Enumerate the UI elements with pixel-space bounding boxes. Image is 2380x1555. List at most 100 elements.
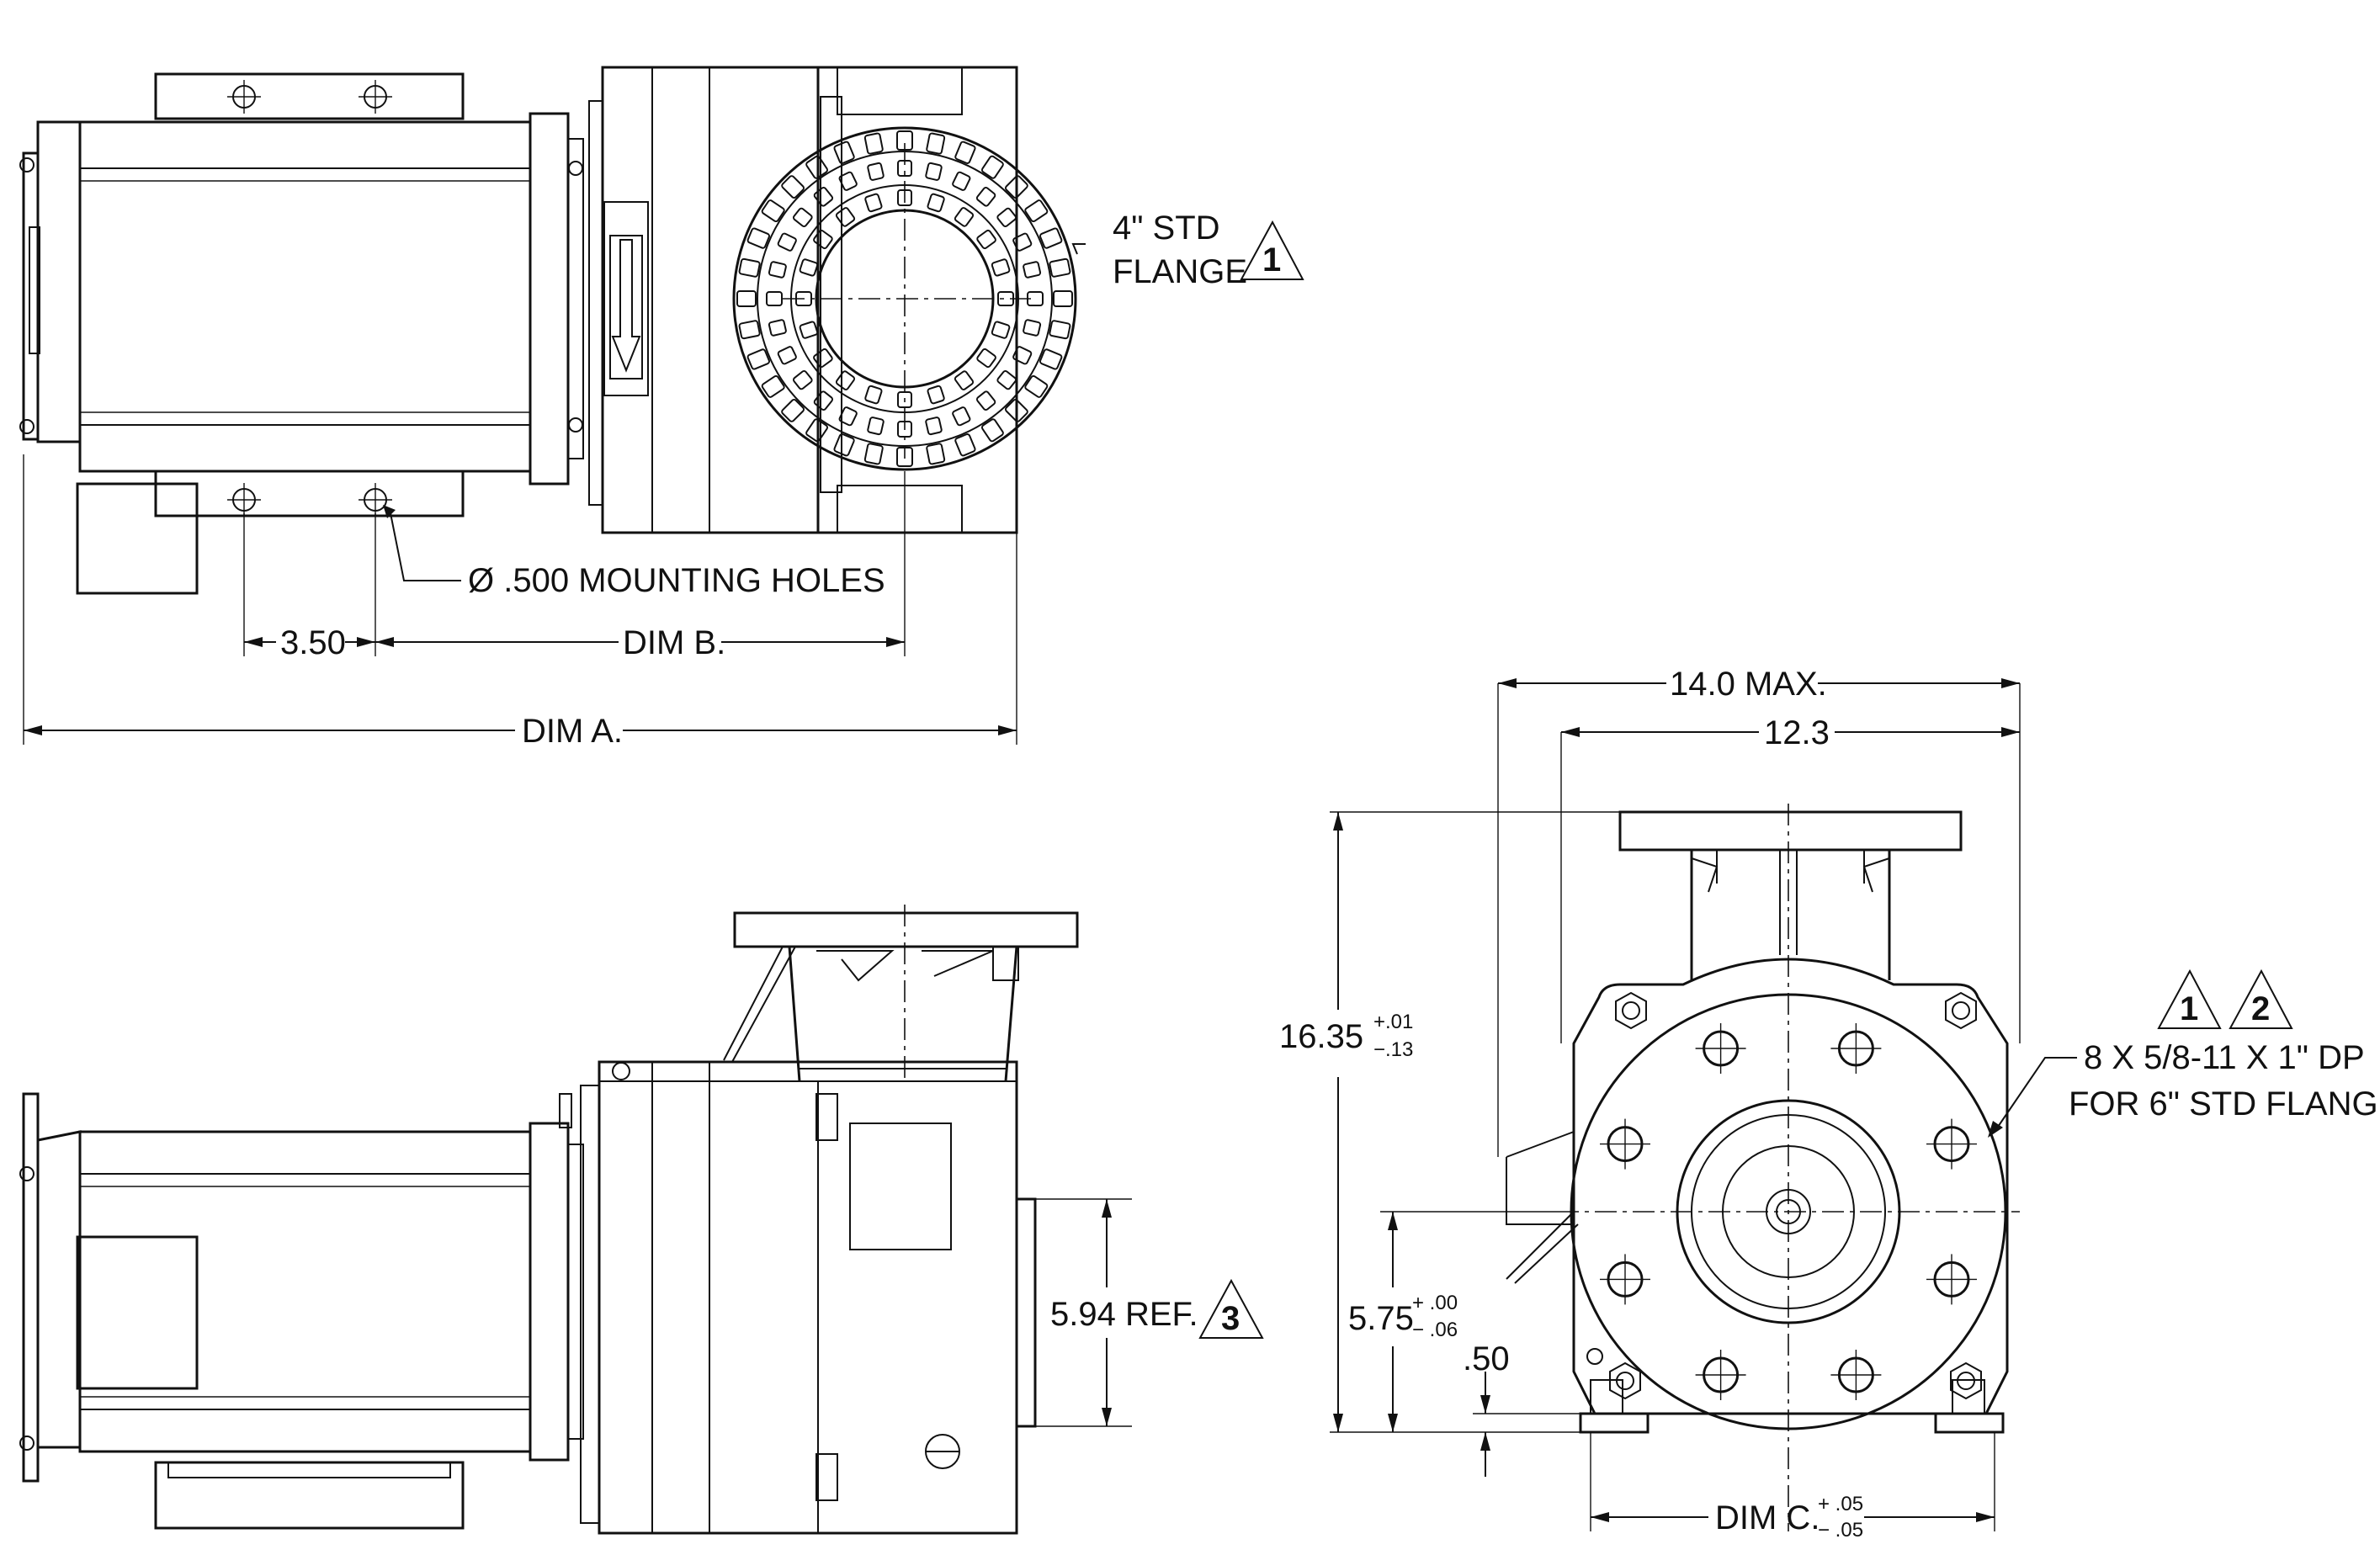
flange-slot [1049,320,1071,340]
flange-slot [768,319,787,337]
flange-slot [976,348,996,369]
flange-slot [954,433,976,457]
flange-slot [926,132,946,155]
flange-4in-label: 4" STD [1113,210,1220,247]
dim-c-label: DIM C. [1715,1499,1820,1536]
flange-slot [925,162,943,181]
note-triangle-3: 3 [1198,1278,1264,1339]
flange-slot [927,193,945,213]
flange-slot [777,232,797,252]
flange-slot [833,141,855,164]
dim-1635-label: 16.35 [1279,1018,1363,1055]
flange-slot [954,207,975,227]
mounting-holes-label: Ø .500 MOUNTING HOLES [468,562,885,599]
flange-slot [1024,374,1049,398]
bolt-hole-icon [1926,1254,1977,1305]
front-view: 14.0 MAX. 12.3 16.35 +.01 −.13 5.75 + .0… [1279,666,2380,1542]
flange-slot [863,132,884,155]
flange-slot [1053,290,1073,307]
dim-575-tol-minus: − .06 [1412,1319,1458,1341]
flange-slot [761,199,785,223]
svg-text:3: 3 [1221,1300,1240,1337]
bolt-callout-label: FOR 6" STD FLANGE [2069,1085,2380,1122]
flange-slot [746,227,770,249]
flange-slot [738,257,761,278]
flange-slot [996,369,1017,390]
flange-slot [799,258,819,277]
flange-slot [867,162,885,181]
dim-c-tol-minus: − .05 [1818,1519,1863,1542]
dim-a-label: DIM A. [522,713,623,750]
flange-slot [768,261,787,279]
corner-bolt-icon [1609,991,1982,1400]
flange-slot [792,207,813,228]
bolt-hole-icon [1695,1350,1746,1400]
flange-slot [1012,346,1033,365]
flange-slot [813,390,834,411]
flange-slot [813,348,833,369]
flange-slot [952,406,971,427]
svg-text:1: 1 [1262,241,1281,279]
dim-1635-tol-minus: −.13 [1373,1038,1413,1061]
bolt-hole-icon [1600,1254,1650,1305]
flange-slot [1049,257,1071,278]
flange-slot [1005,175,1028,199]
note-triangle-1: 1 [2157,969,2222,1029]
flange-slot [805,418,829,443]
flange-slot [1039,348,1063,370]
dim-123-label: 12.3 [1764,714,1830,751]
flange-slot [736,290,757,307]
flange-slot [996,207,1017,228]
flange-slot [980,155,1004,179]
flange-slot [927,385,945,405]
flange-slot [954,370,975,390]
dim-575-label: 5.75 [1348,1300,1414,1337]
flange-slot [746,348,770,370]
dim-575-tol-plus: + .00 [1412,1292,1458,1314]
bolt-hole-icon [1926,1118,1977,1170]
flange-slot [813,229,833,250]
flange-slot [761,374,785,398]
flange-slot [991,321,1011,339]
note-triangle-2: 2 [2229,969,2293,1029]
bolt-hole-icon [1830,1023,1882,1074]
flange-slot [835,207,856,227]
flange-slot [975,390,996,411]
flange-slot [777,346,797,365]
bolt-hole-icon [1695,1023,1746,1074]
flange-4in-label: FLANGE [1113,253,1247,290]
svg-text:1: 1 [2180,990,2198,1027]
flange-slot [1012,232,1033,252]
flange-slot [980,418,1004,443]
flange-slot [1024,199,1049,223]
flange-slot [1039,227,1063,249]
dim-140-label: 14.0 MAX. [1670,666,1827,703]
note-triangle-1: 1 [1240,220,1304,280]
flange-slot-ring [736,130,1073,467]
dim-050-label: .50 [1463,1340,1510,1377]
flange-slot [863,443,884,465]
side-view: 5.94 REF. 3 [19,905,1264,1535]
flange-slot [1023,319,1042,337]
bolt-hole-icon [1830,1350,1882,1400]
svg-text:2: 2 [2251,990,2270,1027]
flange-slot [792,369,813,390]
flange-slot [925,417,943,436]
dim-1635-tol-plus: +.01 [1373,1011,1413,1033]
bolt-hole-icon [1600,1118,1650,1170]
flange-slot [833,433,855,457]
bolt-hole-pattern [1600,1023,1977,1400]
flange-slot [799,321,819,339]
flange-slot [781,175,805,199]
flange-slot [838,171,858,191]
flange-slot [954,141,976,164]
flange-slot [976,229,996,250]
flange-slot [781,399,805,422]
flange-slot [952,171,971,191]
dim-b-label: DIM B. [623,624,725,661]
flange-slot [1023,261,1042,279]
bolt-callout-label: 8 X 5/8-11 X 1" DP [2084,1039,2365,1076]
mounting-hole-icon [227,80,392,517]
dim-350-label: 3.50 [280,624,346,661]
